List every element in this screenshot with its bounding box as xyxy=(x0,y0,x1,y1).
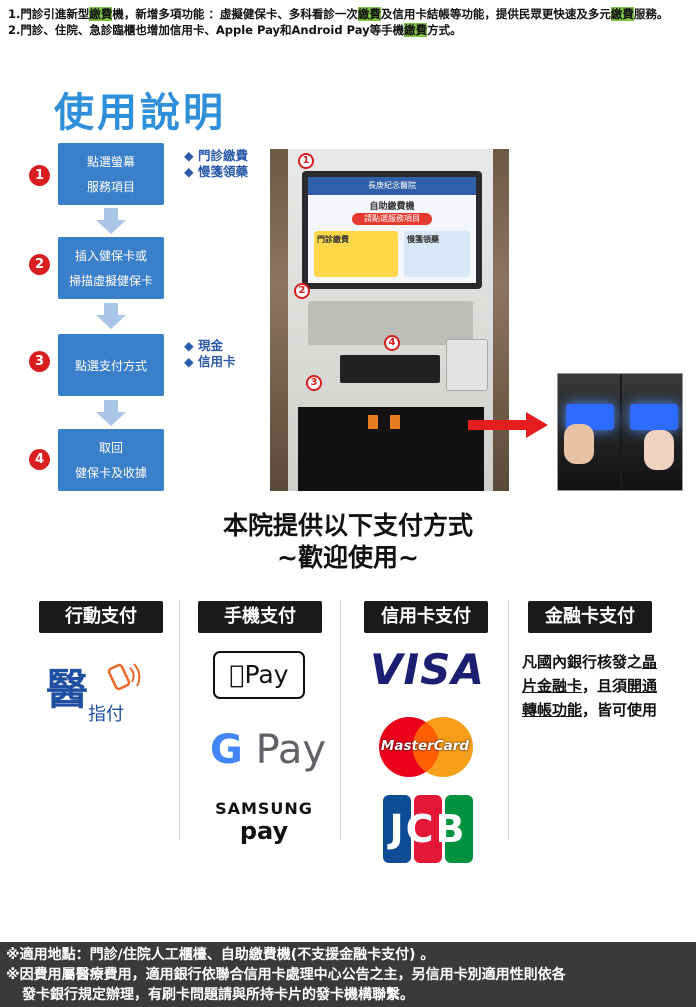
step-number-2: 2 xyxy=(29,254,50,275)
hand-image xyxy=(564,424,594,464)
samsung-label: SAMSUNG xyxy=(215,799,313,818)
intro-text: 1.門診引進新型繳費機，新增多項功能 ：虛擬健保卡、多科看診一次繳費及信用卡結帳… xyxy=(8,6,688,38)
samsung-pay-label: pay xyxy=(239,817,289,845)
kiosk-marker-4: 4 xyxy=(384,335,400,351)
jcb-label: JCB xyxy=(389,807,467,851)
kiosk-screen-title: 自助繳費機 xyxy=(369,202,415,212)
step-4-line-2: 健保卡及收據 xyxy=(74,466,147,480)
samsung-pay-logo: SAMSUNG pay xyxy=(214,799,314,845)
highlight-text: 繳費 xyxy=(610,7,634,21)
google-pay-logo: G Pay xyxy=(210,726,326,774)
column-divider xyxy=(340,600,341,840)
kiosk-body: 長庚紀念醫院 自助繳費機 請點選服務項目 門診繳費 慢箋領藥 xyxy=(288,149,493,491)
visa-logo: VISA xyxy=(370,645,485,694)
kiosk-screen-prompt: 請點選服務項目 xyxy=(352,213,432,225)
column-mobile-payment: 行動支付 xyxy=(39,601,163,633)
jcb-logo xyxy=(383,795,473,863)
guide-title: 使用說明 xyxy=(54,90,226,136)
debit-text-segment: ，皆可使用 xyxy=(582,701,658,719)
intro-line-1: 1.門診引進新型繳費機，新增多項功能 ：虛擬健保卡、多科看診一次繳費及信用卡結帳… xyxy=(8,6,688,22)
intro-text-segment: 2.門診、住院、急診臨櫃也增加信用卡、Apple Pay和Android Pay… xyxy=(8,23,405,37)
highlight-text: 繳費 xyxy=(89,7,113,21)
mastercard-logo xyxy=(379,717,473,777)
column-credit-card-payment: 信用卡支付 xyxy=(364,601,488,633)
kiosk-photo: 長庚紀念醫院 自助繳費機 請點選服務項目 門診繳費 慢箋領藥 1 2 3 4 xyxy=(270,149,509,491)
column-divider xyxy=(179,600,180,840)
option-credit-card: 信用卡 xyxy=(184,354,236,370)
step-3-options: 現金 信用卡 xyxy=(184,338,236,370)
option-chronic-prescription: 慢箋領藥 xyxy=(184,164,248,180)
step-number-4: 4 xyxy=(29,449,50,470)
debit-transfer-text: 開通轉帳功能 xyxy=(522,677,658,719)
footer-notes: ※適用地點：門診/住院人工櫃檯、自助繳費機(不支援金融卡支付) 。 ※因費用屬醫… xyxy=(0,942,696,1007)
step-box-2: 插入健保卡或 掃描虛擬健保卡 xyxy=(58,237,164,299)
column-debit-card-payment: 金融卡支付 xyxy=(528,601,652,633)
kiosk-base xyxy=(298,407,484,491)
intro-text-segment: 及信用卡結帳等功能，提供民眾更快速及多元 xyxy=(380,7,611,21)
hand-image xyxy=(644,430,674,470)
down-arrow-icon xyxy=(96,400,126,426)
google-g-icon: G xyxy=(210,727,243,773)
footer-note-2: ※因費用屬醫療費用，適用銀行依聯合信用卡處理中心公告之主，另信用卡別適用性則依各 xyxy=(6,967,566,983)
step-1-options: 門診繳費 慢箋領藥 xyxy=(184,148,248,180)
kiosk-card-reader xyxy=(446,339,488,391)
medical-pay-app-logo: 醫 指付 xyxy=(46,663,141,724)
svg-text:醫: 醫 xyxy=(46,665,88,714)
down-arrow-icon xyxy=(96,208,126,234)
apple-pay-label: Pay xyxy=(236,660,288,689)
debit-card-description: 凡國內銀行核發之晶片金融卡，且須開通轉帳功能，皆可使用 xyxy=(522,650,668,722)
apple-icon:  xyxy=(229,660,244,689)
highlight-text: 繳費 xyxy=(404,23,428,37)
option-outpatient-payment: 門診繳費 xyxy=(184,148,248,164)
card-insert-photo xyxy=(557,373,683,491)
column-divider xyxy=(508,600,509,840)
column-phone-payment: 手機支付 xyxy=(198,601,322,633)
google-pay-label: Pay xyxy=(255,727,327,773)
debit-text-segment: ，且須 xyxy=(582,677,628,695)
step-3-line-1: 點選支付方式 xyxy=(74,358,147,373)
card-slot-light xyxy=(630,404,678,430)
step-number-1: 1 xyxy=(29,165,50,186)
debit-chip-card-text: 晶片金融卡 xyxy=(522,653,658,695)
payment-title-line-1: 本院提供以下支付方式 xyxy=(222,511,473,540)
down-arrow-icon xyxy=(96,303,126,329)
option-cash: 現金 xyxy=(184,338,235,354)
footer-note-3: 發卡銀行規定辦理，有刷卡問題請與所持卡片的發卡機構聯繫。 xyxy=(22,987,414,1003)
kiosk-marker-2: 2 xyxy=(294,283,310,299)
step-2-line-2: 掃描虛擬健保卡 xyxy=(68,274,153,288)
kiosk-receipt-slot xyxy=(340,355,440,383)
intro-text-segment: 服務。 xyxy=(633,7,669,21)
step-1-line-2: 服務項目 xyxy=(86,180,135,194)
kiosk-marker-1: 1 xyxy=(298,153,314,169)
step-box-4: 取回 健保卡及收據 xyxy=(58,429,164,491)
step-4-line-1: 取回 xyxy=(98,441,123,455)
kiosk-screen-frame: 長庚紀念醫院 自助繳費機 請點選服務項目 門診繳費 慢箋領藥 xyxy=(302,171,482,289)
step-box-3: 點選支付方式 xyxy=(58,334,164,396)
kiosk-screen: 長庚紀念醫院 自助繳費機 請點選服務項目 門診繳費 慢箋領藥 xyxy=(308,177,476,283)
kiosk-screen-card-payment: 門診繳費 xyxy=(314,231,398,277)
footer-note-1: ※適用地點：門診/住院人工櫃檯、自助繳費機(不支援金融卡支付) 。 xyxy=(6,947,435,963)
intro-line-2: 2.門診、住院、急診臨櫃也增加信用卡、Apple Pay和Android Pay… xyxy=(8,22,688,38)
svg-text:指付: 指付 xyxy=(88,704,124,724)
kiosk-indicator xyxy=(368,415,378,429)
kiosk-screen-card-prescription: 慢箋領藥 xyxy=(404,231,470,277)
payment-methods-title: 本院提供以下支付方式 ~歡迎使用~ xyxy=(0,510,696,574)
intro-text-segment: 機，新增多項功能 ：虛擬健保卡、多科看診一次 xyxy=(112,7,358,21)
kiosk-screen-banner: 長庚紀念醫院 xyxy=(308,177,476,195)
kiosk-marker-3: 3 xyxy=(306,375,322,391)
step-2-line-1: 插入健保卡或 xyxy=(74,249,147,263)
intro-text-segment: 方式。 xyxy=(427,23,462,37)
red-arrow-icon xyxy=(468,412,548,438)
step-number-3: 3 xyxy=(29,351,50,372)
debit-text-segment: 凡國內銀行核發之 xyxy=(522,653,643,671)
intro-text-segment: 1.門診引進新型 xyxy=(8,7,90,21)
payment-title-line-2: ~歡迎使用~ xyxy=(277,543,419,572)
kiosk-indicator xyxy=(390,415,400,429)
step-1-line-1: 點選螢幕 xyxy=(86,155,135,169)
mastercard-label: MasterCard xyxy=(380,738,470,754)
step-box-1: 點選螢幕 服務項目 xyxy=(58,143,164,205)
highlight-text: 繳費 xyxy=(357,7,381,21)
apple-pay-logo: Pay xyxy=(213,651,305,699)
